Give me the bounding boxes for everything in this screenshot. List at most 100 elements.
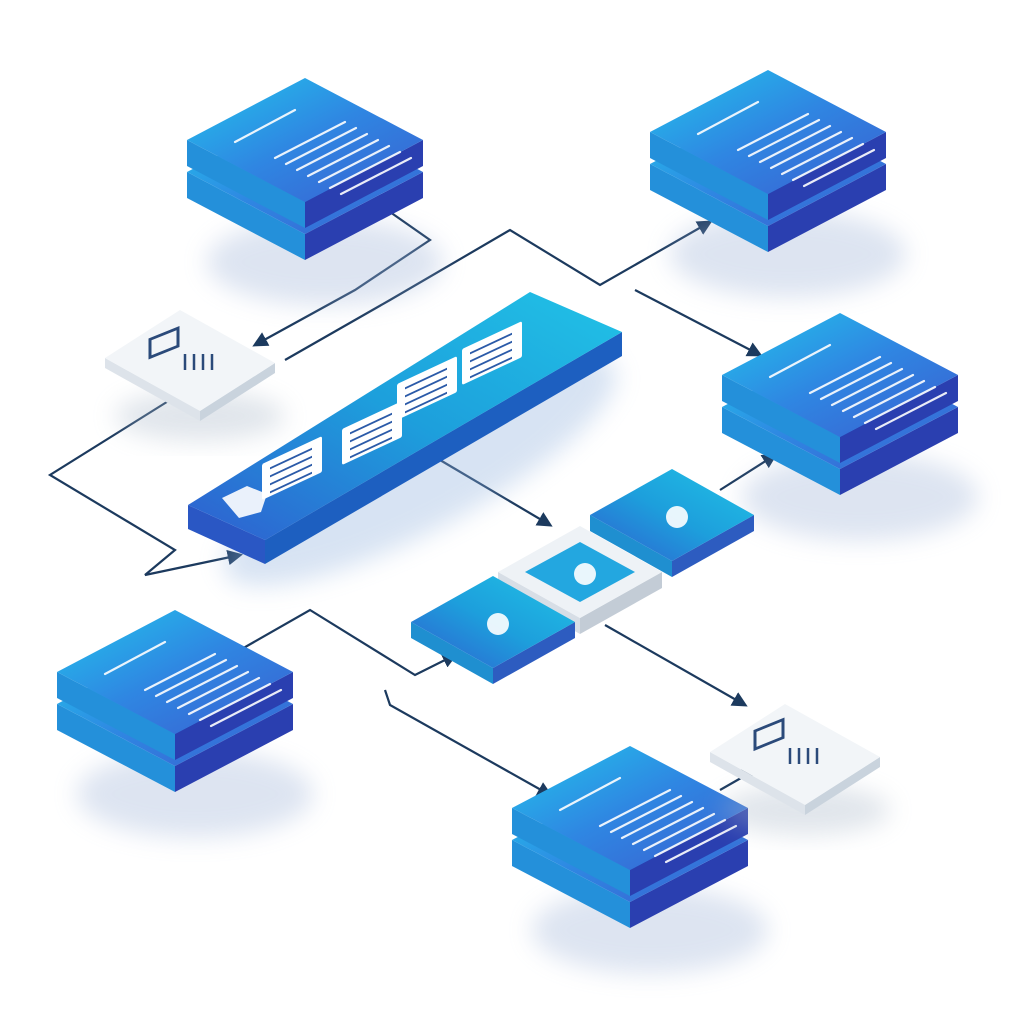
document-line [808,355,882,395]
document-sheet [462,321,522,385]
document-line [598,788,672,828]
connector-line [47,399,244,577]
stack-top-right [650,70,906,298]
block-side-left [187,140,305,228]
document-line [791,142,865,182]
document-text-lines [696,100,876,188]
document-line [273,120,347,160]
tile-lower [411,576,575,684]
document-line [405,367,447,390]
document-line [405,375,447,398]
document-line [405,391,447,414]
connector-line [719,453,778,491]
document-line [819,361,893,401]
document-line [176,670,250,710]
document-line [405,383,447,406]
document-line [198,682,272,722]
block-side-left [722,407,840,495]
card-side-left [105,358,200,421]
document-line [270,463,312,486]
connector-line [239,608,458,677]
document-heading-line [696,100,760,136]
block-side-right [175,704,293,792]
tile-side-right [493,622,575,684]
shadow [207,218,443,306]
block-side-right [175,672,293,760]
stack-bottom [512,746,768,974]
document-line [747,118,821,158]
document-icon [148,325,180,360]
document-line [780,136,854,176]
block-side-left [57,704,175,792]
shadow [742,453,978,541]
document-line [841,373,915,413]
block-side-right [305,140,423,228]
document-heading-line [768,343,832,379]
document-line [874,391,948,431]
tile-upper [590,469,754,577]
document-sheet [262,436,322,500]
document-sheet [342,401,402,465]
shadow [532,886,768,974]
document-line [620,800,694,840]
connector-line [383,689,553,797]
platform-side-left [188,505,265,564]
stack-right [722,313,978,541]
tile-icon [666,506,688,528]
document-line [270,471,312,494]
block-side-left [722,375,840,463]
block-side-right [768,164,886,252]
connector-line [284,220,713,361]
document-line [664,824,738,864]
block-side-right [630,840,748,928]
document-line [470,332,512,355]
document-line [350,420,392,443]
document-line [470,356,512,379]
document-line [295,132,369,172]
document-line [470,348,512,371]
document-line [270,447,312,470]
document-line [350,412,392,435]
hand-icon [222,486,267,518]
shadow [77,750,313,838]
document-sheet [397,356,457,420]
block-side-right [630,808,748,896]
block-side-left [512,808,630,896]
card-right [710,704,890,835]
block-side-left [650,132,768,220]
card-left [105,310,285,441]
shadow [670,210,906,298]
document-heading-line [233,108,297,144]
document-line [863,385,937,425]
document-text-lines [103,640,283,728]
tile-side-left [590,515,672,577]
document-line [187,676,261,716]
card-top [105,310,275,411]
tile-side-right [580,572,662,634]
document-icon [397,356,457,420]
stack-bottom-left [57,610,313,838]
connector-line [604,624,748,707]
tile-icon [574,563,596,585]
document-icon [342,401,402,465]
document-line [609,794,683,834]
document-text-lines [233,108,413,196]
document-line [350,428,392,451]
card-side-left [710,752,805,815]
block-side-right [840,375,958,463]
document-line [165,664,239,704]
platform-side-front [265,332,622,564]
document-line [830,367,904,407]
document-line [317,144,391,184]
document-line [339,156,413,196]
document-line [284,126,358,166]
tile-side-right [672,515,754,577]
nodes [57,70,978,974]
tile-side-left [411,622,493,684]
block-side-left [512,840,630,928]
document-line [769,130,843,170]
document-line [306,138,380,178]
document-line [350,436,392,459]
